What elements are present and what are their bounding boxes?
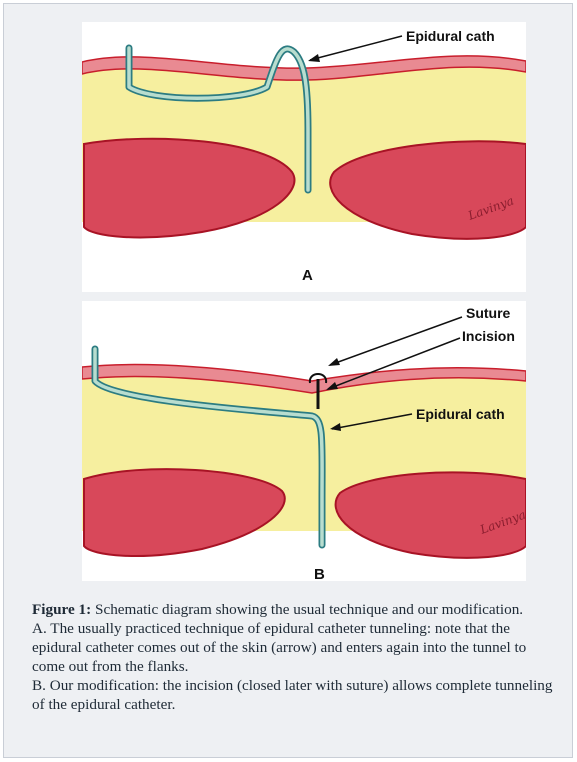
label-epidural-cath: Epidural cath — [406, 28, 495, 44]
caption-panel-b: B. Our modification: the incision (close… — [32, 676, 562, 714]
catheter-arrow — [310, 36, 402, 60]
panel-letter-a: A — [302, 267, 313, 284]
figure-frame: Epidural cath Lavinya A — [3, 3, 573, 758]
panel-b-diagram: Suture Incision Epidural cath Lavinya B — [82, 301, 526, 581]
label-incision: Incision — [462, 328, 515, 344]
label-suture: Suture — [466, 305, 511, 321]
muscle-left — [84, 139, 294, 238]
caption-title-line: Figure 1: Schematic diagram showing the … — [32, 600, 562, 619]
caption-title: Figure 1: — [32, 601, 91, 618]
caption-title-text: Schematic diagram showing the usual tech… — [91, 601, 523, 618]
caption-panel-a: A. The usually practiced technique of ep… — [32, 619, 562, 676]
panel-a-illustration: Epidural cath Lavinya A — [82, 22, 526, 292]
muscle-right — [336, 472, 526, 557]
panel-a-diagram: Epidural cath Lavinya A — [82, 22, 526, 292]
label-epidural-cath: Epidural cath — [416, 406, 505, 422]
muscle-left — [84, 469, 285, 556]
panel-b-illustration: Suture Incision Epidural cath Lavinya B — [82, 301, 526, 581]
figure-caption: Figure 1: Schematic diagram showing the … — [32, 600, 562, 714]
panel-letter-b: B — [314, 566, 325, 581]
suture-arrow — [330, 317, 462, 365]
